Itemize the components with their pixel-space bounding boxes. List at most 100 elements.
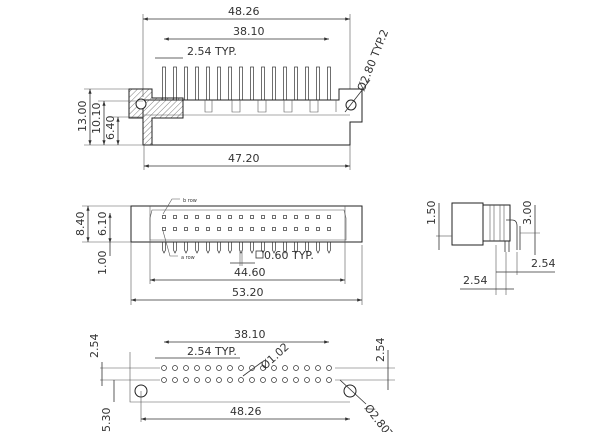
dim-row-span: 6.10: [96, 212, 109, 237]
footprint-hole-row1: [282, 365, 288, 371]
dim-pin-span: 38.10: [233, 25, 265, 38]
footprint-hole-row2: [172, 377, 178, 383]
pin-tail: [316, 242, 320, 254]
pin-tail: [250, 242, 254, 254]
mount-hole-left: [135, 98, 147, 110]
pin-b-row: [316, 215, 320, 219]
fp-dim-offset: 5.30: [100, 408, 113, 432]
pin-b-row: [162, 215, 166, 219]
front-pin: [294, 66, 298, 101]
footprint-hole-row2: [161, 377, 167, 383]
pin-tail: [217, 242, 221, 254]
front-pin: [184, 66, 188, 101]
footprint-view: 38.10 2.54 TYP. Ø1.02 2.54 5.30 48.26 2.…: [88, 328, 405, 432]
pin-tail: [206, 242, 210, 254]
pin-b-row: [283, 215, 287, 219]
footprint-hole-row2: [205, 377, 211, 383]
footprint-hole-row1: [216, 365, 222, 371]
side-dim-3: 2.54: [531, 257, 556, 270]
pin-a-row: [184, 227, 188, 231]
pin-a-row: [173, 227, 177, 231]
side-dim-4: 2.54: [463, 274, 488, 287]
footprint-hole-row1: [161, 365, 167, 371]
front-pin: [261, 66, 265, 101]
dim-height: 8.40: [74, 212, 87, 237]
footprint-holes: [161, 365, 332, 383]
pin-b-row: [239, 215, 243, 219]
front-pin: [316, 66, 320, 101]
top-pins: [162, 215, 331, 254]
footprint-hole-row1: [326, 365, 332, 371]
front-pin: [195, 66, 199, 101]
fp-dim-left-pitch: 2.54: [88, 334, 101, 359]
footprint-hole-row2: [249, 377, 255, 383]
fp-dim-hole-span: 48.26: [230, 405, 262, 418]
footprint-hole-row1: [238, 365, 244, 371]
pin-b-row: [294, 215, 298, 219]
pin-b-row: [327, 215, 331, 219]
footprint-hole-row1: [183, 365, 189, 371]
footprint-hole-row2: [304, 377, 310, 383]
pin-a-row: [239, 227, 243, 231]
footprint-hole-row1: [194, 365, 200, 371]
pin-tail: [294, 242, 298, 254]
pin-a-row: [250, 227, 254, 231]
pin-a-row: [261, 227, 265, 231]
fp-dim-mount-hole: Ø2.80TYP: [362, 402, 405, 432]
dim-pitch: 2.54 TYP.: [187, 45, 237, 58]
front-view: 48.26 38.10 2.54 TYP. Ø2.80 TYP.2 13.00 …: [76, 5, 391, 170]
footprint-hole-row2: [260, 377, 266, 383]
pin-tail: [283, 242, 287, 254]
footprint-hole-row1: [315, 365, 321, 371]
pin-b-row: [206, 215, 210, 219]
pin-tail: [162, 242, 166, 254]
pin-b-row: [173, 215, 177, 219]
footprint-hole-row2: [315, 377, 321, 383]
front-pin: [305, 66, 309, 101]
pin-tail: [195, 242, 199, 254]
pin-a-row: [228, 227, 232, 231]
pin-tail: [184, 242, 188, 254]
pin-tail: [305, 242, 309, 254]
pin-b-row: [261, 215, 265, 219]
side-view: 1.50 3.00 2.54 2.54: [425, 201, 556, 295]
dim-overall-width: 48.26: [228, 5, 260, 18]
top-view: b row a row 8.40 6.10 1.00 0.60 TYP. 44.…: [74, 198, 363, 305]
footprint-hole-row1: [205, 365, 211, 371]
pin-tail: [239, 242, 243, 254]
footprint-hole-row1: [260, 365, 266, 371]
pin-a-row: [283, 227, 287, 231]
front-pin: [283, 66, 287, 101]
pin-a-row: [316, 227, 320, 231]
dim-hole: Ø2.80 TYP.2: [355, 28, 392, 94]
pin-tail: [327, 242, 331, 254]
footprint-hole-row1: [304, 365, 310, 371]
pin-b-row: [184, 215, 188, 219]
pin-b-row: [217, 215, 221, 219]
pin-b-row: [228, 215, 232, 219]
pin-a-row: [195, 227, 199, 231]
pin-a-row: [217, 227, 221, 231]
footprint-hole-row2: [326, 377, 332, 383]
front-pin: [228, 66, 232, 101]
front-pin: [250, 66, 254, 101]
pin-a-row: [162, 227, 166, 231]
label-b-row: b row: [183, 198, 197, 204]
footprint-hole-row1: [271, 365, 277, 371]
pin-b-row: [195, 215, 199, 219]
pin-b-row: [272, 215, 276, 219]
footprint-hole-row2: [216, 377, 222, 383]
side-dim-1: 1.50: [425, 201, 438, 226]
pin-a-row: [272, 227, 276, 231]
footprint-hole-row2: [194, 377, 200, 383]
footprint-hole-row1: [293, 365, 299, 371]
footprint-hole-row2: [282, 377, 288, 383]
front-pin: [162, 66, 166, 101]
dim-overall-width-top: 53.20: [232, 286, 264, 299]
pin-tail: [173, 242, 177, 254]
fp-mount-hole-right: [343, 384, 357, 398]
fp-dim-pitch: 2.54 TYP.: [187, 345, 237, 358]
front-pin: [239, 66, 243, 101]
dim-inner-width: 44.60: [234, 266, 266, 279]
